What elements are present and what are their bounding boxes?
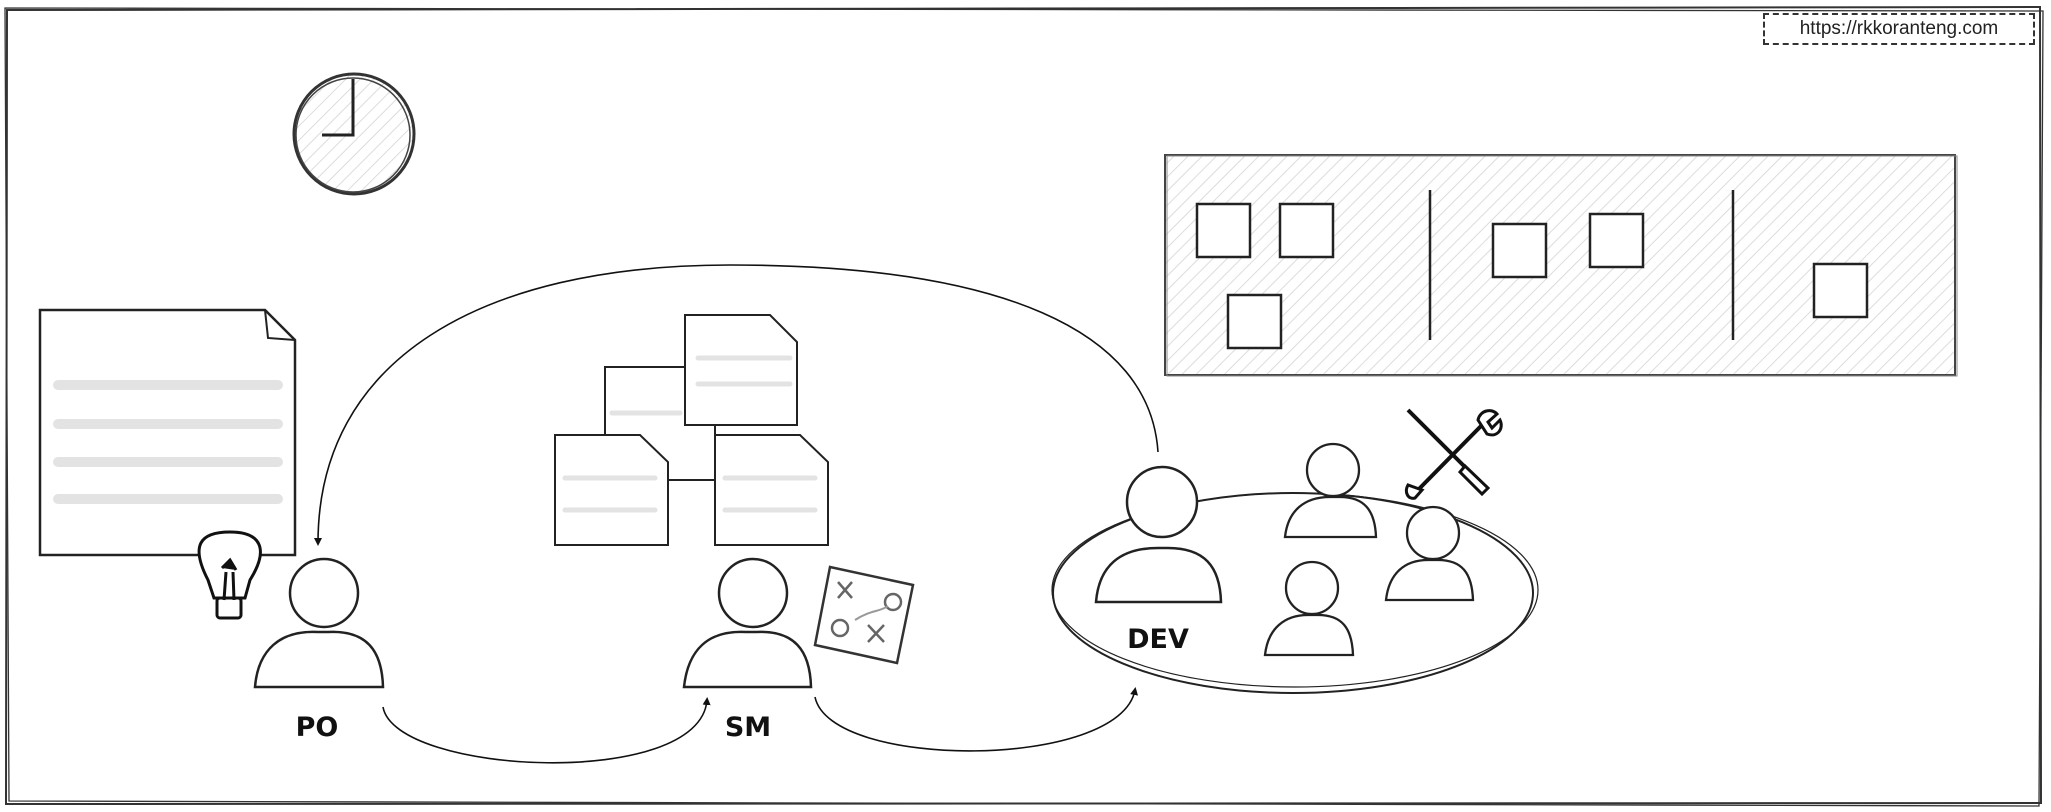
task-board: [1164, 154, 1958, 377]
role-label-dev: DEV: [1127, 624, 1189, 655]
person-icon: [1283, 442, 1378, 539]
dev-team-table: [1051, 492, 1539, 694]
person-icon: [682, 557, 813, 689]
source-link[interactable]: https://rkkoranteng.com: [1763, 13, 2035, 45]
outer-frame: [4, 5, 2044, 807]
person-icon: [1094, 465, 1223, 604]
clock-icon: [292, 72, 416, 196]
tactics-board-icon: [813, 565, 915, 665]
role-label-po: PO: [295, 712, 339, 743]
task-card: [1812, 262, 1869, 319]
task-card: [1195, 202, 1252, 259]
lightbulb-icon: [197, 530, 262, 620]
role-label-sm: SM: [724, 712, 772, 743]
task-card: [1588, 212, 1645, 269]
sprint-backlog-documents: [554, 314, 829, 546]
person-icon: [1263, 560, 1355, 657]
person-icon: [253, 557, 385, 689]
task-card: [1491, 222, 1548, 279]
product-backlog-document: [38, 308, 297, 557]
flow-arrows: [314, 264, 1159, 764]
person-icon: [1384, 505, 1475, 602]
tools-icon: [1404, 408, 1503, 500]
task-card: [1278, 202, 1335, 259]
task-card: [1226, 293, 1283, 350]
